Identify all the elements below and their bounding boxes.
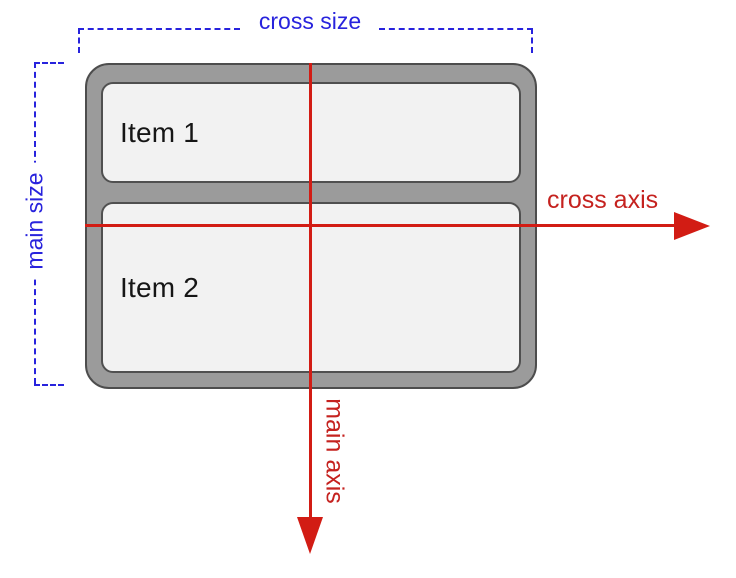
main-size-label: main size xyxy=(21,162,49,280)
cross-size-bracket-tick-left xyxy=(78,28,80,53)
cross-size-bracket-dash-right xyxy=(379,28,533,30)
cross-axis-line xyxy=(85,224,675,227)
main-axis-arrowhead-icon xyxy=(297,517,323,554)
cross-axis-label: cross axis xyxy=(547,186,659,214)
main-axis-label: main axis xyxy=(320,398,349,504)
cross-size-bracket-dash-left xyxy=(78,28,240,30)
main-size-bracket-hook-top xyxy=(34,62,64,64)
main-size-bracket-hook-bottom xyxy=(34,384,64,386)
flex-item-2-label: Item 2 xyxy=(120,271,200,303)
main-axis-line xyxy=(309,63,312,518)
cross-axis-arrowhead-icon xyxy=(674,212,710,240)
cross-size-label: cross size xyxy=(258,8,362,34)
cross-size-bracket-tick-right xyxy=(531,28,533,53)
flex-item-1-label: Item 1 xyxy=(120,116,200,148)
